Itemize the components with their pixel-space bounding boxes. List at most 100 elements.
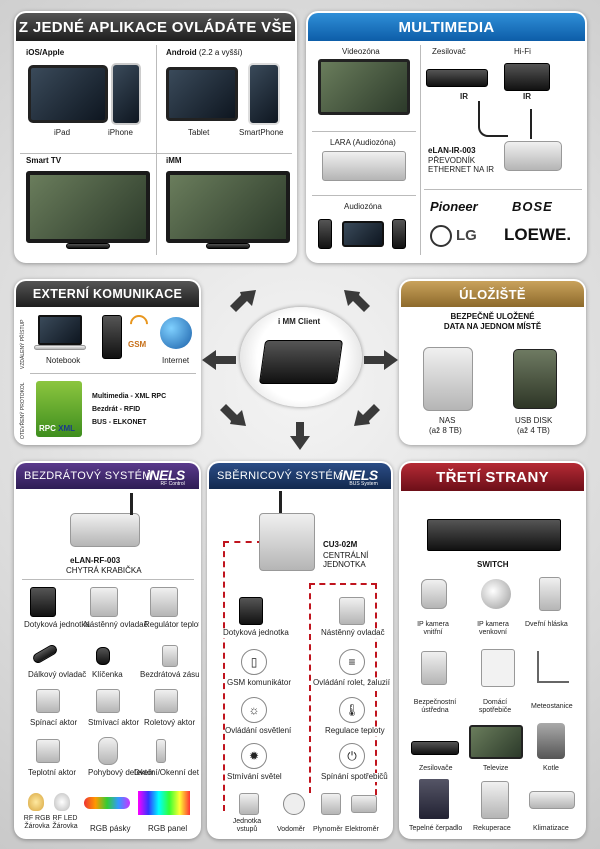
gas-meter-image — [321, 793, 341, 815]
bus-item-8: Jednotka vstupů — [232, 818, 262, 833]
brand-loewe: LOEWE. — [504, 225, 572, 244]
power-icon: ⏻ — [339, 743, 365, 769]
storage-title: ÚLOŽIŠTĚ — [401, 281, 584, 307]
cu3-name: CU3-02M — [323, 540, 358, 549]
arrow-down-right — [354, 404, 380, 426]
ir-label-1: IR — [460, 92, 468, 101]
lg-logo-icon — [430, 225, 452, 247]
tablet-label: Tablet — [188, 128, 210, 137]
arrow-up-left — [230, 290, 256, 312]
third-item-10: Rekuperace — [473, 825, 511, 832]
third-item-5: Meteostanice — [531, 703, 573, 710]
thermostat-image — [150, 587, 178, 617]
air-conditioner-image — [529, 791, 575, 809]
bus-item-11: Elektroměr — [345, 826, 379, 833]
rf-item-1: Nástěnný ovladač — [84, 620, 148, 629]
wall-switch-image — [90, 587, 118, 617]
bus-item-1: Nástěnný ovladač — [321, 628, 385, 638]
water-meter-icon — [283, 793, 305, 815]
arrow-up-right — [344, 290, 370, 312]
tv-image — [469, 725, 523, 759]
rf-item-11: Dveřní/Okenní detektor — [134, 768, 199, 777]
elan-rf-desc: CHYTRÁ KRABIČKA — [66, 566, 142, 575]
cu3-desc-1: CENTRÁLNÍ — [323, 551, 369, 560]
videozona-image — [318, 59, 410, 115]
bus-line-right — [375, 583, 377, 805]
brand-bose: BOSE — [512, 199, 553, 214]
imm-heading: iMM — [166, 156, 182, 165]
ext-divider — [30, 373, 196, 374]
switch-image — [427, 519, 561, 551]
external-title: EXTERNÍ KOMUNIKACE — [16, 281, 199, 307]
multimedia-panel: MULTIMEDIA Videozóna LARA (Audiozóna) Au… — [306, 11, 587, 263]
ir-label-2: IR — [523, 92, 531, 101]
notebook-base — [34, 345, 86, 350]
bus-item-4: Ovládání osvětlení — [225, 726, 292, 736]
third-item-7: Televize — [483, 765, 509, 772]
rf-item-14: RGB pásky — [90, 824, 131, 833]
motion-detector-image — [98, 737, 118, 765]
client-arrows — [202, 290, 398, 450]
iphone-image — [111, 63, 141, 125]
input-unit-image — [239, 793, 259, 815]
third-item-0: IP kamera vnitřní — [417, 621, 449, 636]
elan-ir-image — [504, 141, 562, 171]
wireless-brand: iNELS — [146, 467, 185, 483]
usb-label: USB DISK — [515, 416, 553, 425]
imm-image — [166, 171, 290, 243]
door-intercom-image — [539, 577, 561, 611]
notebook-label: Notebook — [46, 356, 81, 365]
washer-image — [481, 649, 515, 687]
nas-image — [423, 347, 473, 411]
switch-actor-image — [36, 689, 60, 713]
wl-divider — [22, 579, 194, 580]
cu3-desc-2: JEDNOTKA — [323, 560, 366, 569]
zesilovac-label: Zesilovač — [432, 47, 466, 56]
protocol-2: Bezdrát - RFID — [92, 406, 141, 413]
zesilovac-image — [426, 69, 488, 87]
imm-stand — [206, 243, 250, 249]
phone-image — [102, 315, 122, 359]
third-item-8: Kotle — [543, 765, 559, 772]
storage-subtitle-1: BEZPEČNĚ ULOŽENÉ — [450, 312, 535, 321]
rf-item-3: Dálkový ovladač — [28, 670, 87, 679]
android-heading: Android — [166, 48, 197, 57]
rf-item-7: Stmívací aktor — [88, 718, 140, 727]
multimedia-title: MULTIMEDIA — [308, 13, 585, 41]
speaker-left — [318, 219, 332, 249]
usb-capacity: (až 4 TB) — [517, 426, 550, 435]
apps-divider-v — [156, 45, 157, 255]
bus-item-5: Regulace teploty — [325, 726, 385, 736]
gsm-communicator-icon: ▯ — [241, 649, 267, 675]
remote-image — [31, 643, 59, 665]
ios-heading: iOS/Apple — [26, 48, 65, 57]
rpc-xml-icon: RPC XML — [36, 381, 82, 437]
socket-image — [162, 645, 178, 667]
tablet-image — [166, 67, 238, 121]
nas-capacity: (až 8 TB) — [429, 426, 462, 435]
storage-subtitle-2: DATA NA JEDNOM MÍSTĚ — [443, 322, 542, 331]
ipad-label: iPad — [54, 128, 71, 137]
blinds-icon: ≡ — [339, 649, 365, 675]
third-item-2: Dveřní hláska — [525, 621, 568, 628]
rgb-panel-image — [138, 791, 190, 815]
rf-item-9: Teplotní aktor — [28, 768, 77, 777]
iphone-label: iPhone — [108, 128, 133, 137]
boiler-image — [537, 723, 565, 759]
third-item-1: IP kamera venkovní — [477, 621, 509, 636]
notebook-image — [38, 315, 82, 345]
ipad-image — [28, 65, 108, 123]
apps-divider-h — [20, 153, 292, 154]
hifi-image — [504, 63, 550, 91]
usb-disk-image — [513, 349, 557, 409]
ir-cable-2 — [530, 109, 532, 139]
heat-pump-image — [419, 779, 449, 819]
bus-item-2: GSM komunikátor — [227, 678, 292, 688]
lighting-icon: ☼ — [241, 697, 267, 723]
mm-divider-h3 — [424, 189, 582, 190]
elan-ir-name: eLAN-IR-003 — [428, 146, 476, 155]
bus-line-right-top — [309, 583, 377, 585]
bus-item-10: Plynoměr — [313, 826, 343, 833]
